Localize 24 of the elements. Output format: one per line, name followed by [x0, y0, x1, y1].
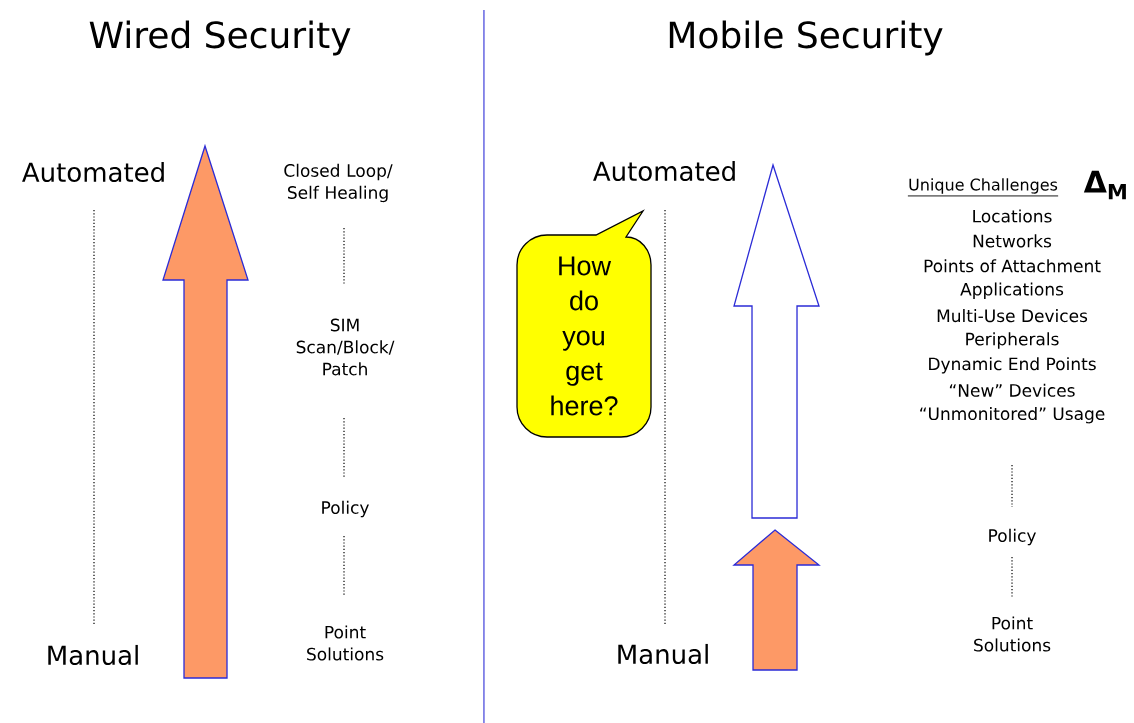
stage-label: Point Solutions — [974, 616, 1051, 652]
challenge-item: Dynamic End Points — [929, 357, 1096, 374]
scale-label: Automated — [593, 160, 735, 182]
stage-label: Point Solutions — [307, 625, 384, 661]
stage-label: Policy — [322, 500, 369, 518]
challenge-item: Locations — [973, 209, 1052, 223]
challenge-item: Multi-Use Devices — [937, 309, 1088, 323]
list-heading: Unique Challenges — [907, 178, 1059, 197]
stage-label: Policy — [989, 528, 1036, 546]
speech-bubble: How do you get here? — [516, 210, 652, 438]
challenge-item: “Unmonitored” Usage — [920, 406, 1105, 424]
heading: Wired Security — [89, 20, 351, 56]
stage-label: SIM Scan/Block/ Patch — [296, 318, 395, 376]
scale-label: Automated — [22, 161, 164, 183]
delta-symbol: Δ$_{M}$ — [1083, 170, 1126, 200]
scale-label: Manual — [618, 643, 708, 665]
stage-label: Closed Loop/ Self Healing — [284, 163, 393, 203]
challenge-item: Points of Attachment — [924, 259, 1101, 273]
heading: Mobile Security — [669, 20, 943, 56]
challenge-item: “New” Devices — [949, 383, 1075, 397]
challenge-item: Networks — [973, 234, 1052, 248]
scale-label: Manual — [48, 644, 138, 666]
challenge-item: Applications — [960, 282, 1064, 299]
challenge-item: Peripherals — [966, 332, 1059, 349]
